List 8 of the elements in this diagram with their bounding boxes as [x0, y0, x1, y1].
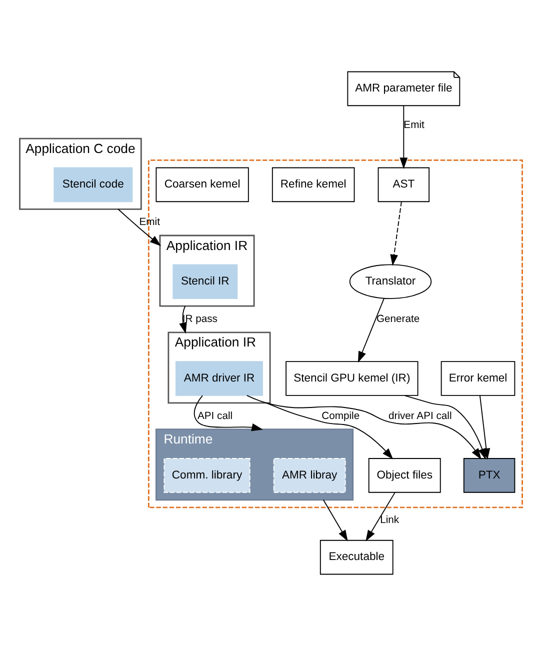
edge-label: Link [380, 515, 400, 526]
edge-label: IR pass [182, 314, 218, 325]
edge-label: Emit [404, 120, 424, 132]
edge-label: Generate [376, 314, 420, 325]
edge-label: driver API call [388, 410, 452, 422]
edge-label: API call [197, 410, 233, 422]
edge-label: Emit [139, 216, 160, 228]
edge-label: Compile [322, 410, 360, 422]
